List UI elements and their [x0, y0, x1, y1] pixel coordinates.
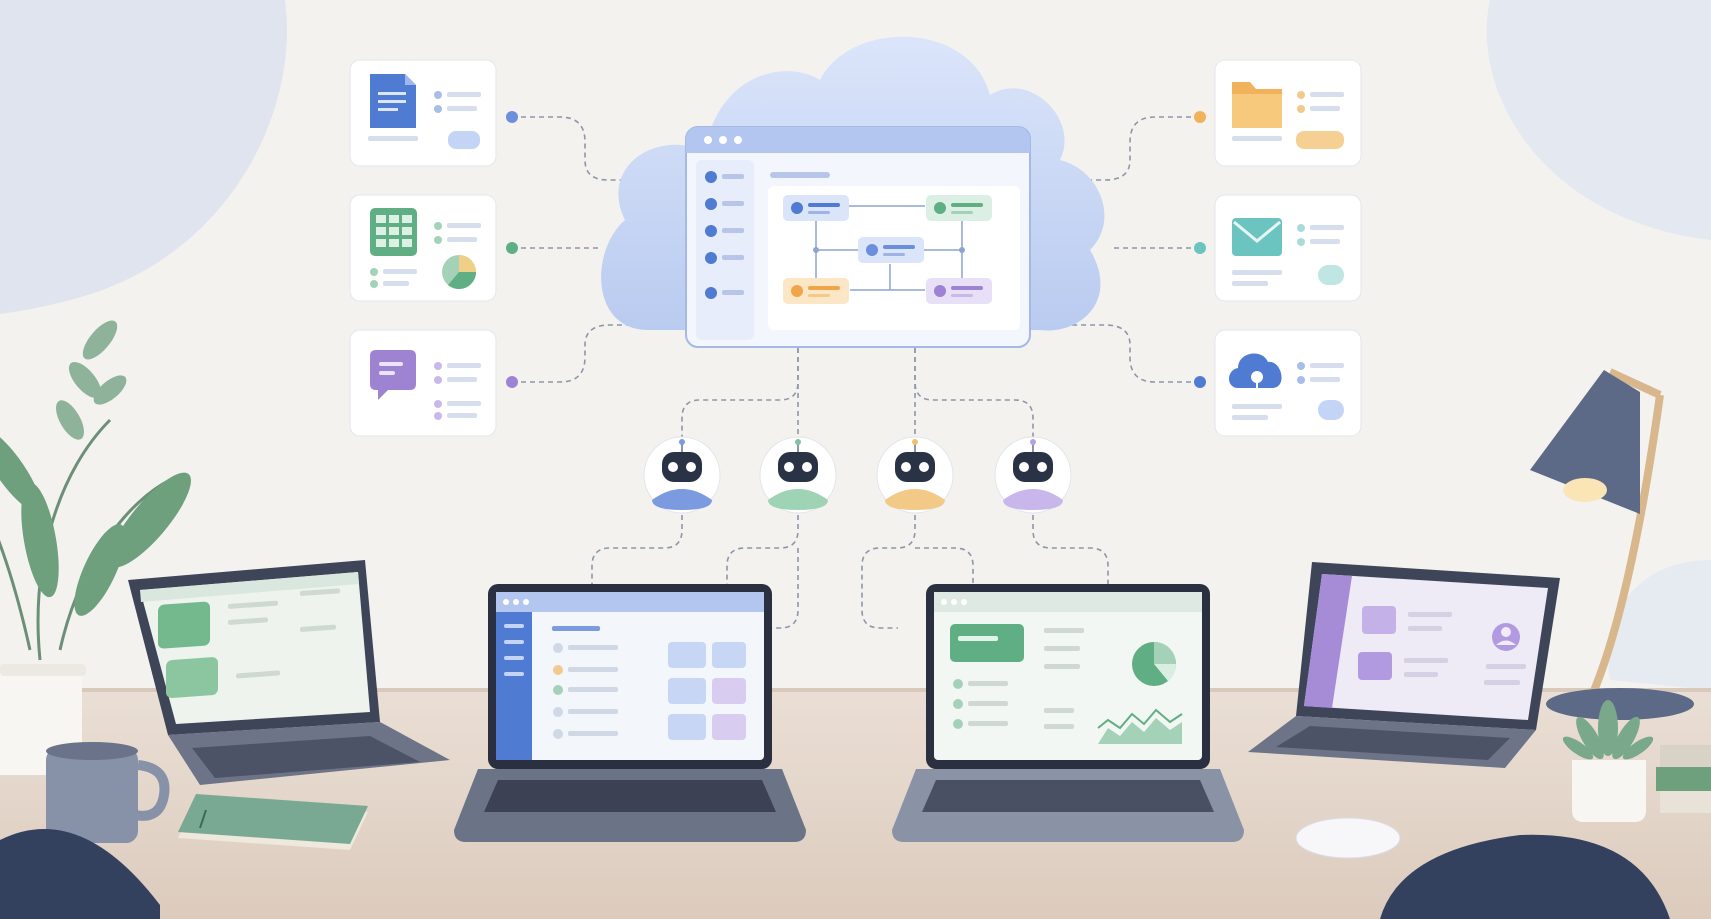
robot-agent-3 [876, 436, 954, 514]
app-card-document [349, 59, 497, 167]
notebook [178, 794, 368, 850]
mail-icon [1232, 218, 1282, 256]
connector-dots [506, 111, 1206, 388]
robot-agent-4 [994, 436, 1072, 514]
app-card-folder [1214, 59, 1362, 167]
succulent [1562, 700, 1654, 822]
laptop-2 [454, 584, 806, 842]
potted-plant-left [0, 320, 191, 775]
avatar-icon [1492, 623, 1520, 651]
pie-mini-icon [442, 255, 477, 290]
laptop-4 [1248, 562, 1560, 768]
chair-left [0, 828, 160, 919]
workflow-node-blue [783, 195, 849, 221]
coffee-mug [46, 742, 170, 843]
workflow-node-center [858, 237, 924, 263]
app-card-cloud [1214, 329, 1362, 437]
laptop-1 [128, 560, 450, 785]
pie-chart-icon [1132, 642, 1176, 686]
spreadsheet-icon [370, 208, 417, 256]
robot-icon [895, 439, 935, 482]
connector-lines [512, 116, 1200, 629]
chair-right [1380, 834, 1670, 919]
cloud-sync-icon [1229, 353, 1282, 389]
robot-icon [1013, 439, 1053, 482]
workflow-node-green [926, 195, 992, 221]
folder-icon [1232, 82, 1282, 128]
wall-blob-lower-right [1608, 560, 1711, 690]
app-card-chat [349, 329, 497, 437]
desk-lamp [1530, 368, 1694, 720]
area-chart-icon [1097, 708, 1183, 744]
chat-icon [370, 350, 416, 400]
workflow-node-orange [783, 278, 849, 304]
app-card-spreadsheet [349, 194, 497, 302]
wall-blob-right [1486, 0, 1711, 240]
cloud-dashboard-window [685, 126, 1031, 348]
robot-agent-1 [643, 436, 721, 514]
workflow-node-purple [926, 278, 992, 304]
robot-icon [662, 439, 702, 482]
book-stack [1656, 745, 1711, 813]
desk-edge [0, 688, 1711, 692]
app-card-mail [1214, 194, 1362, 302]
robot-agent-2 [759, 436, 837, 514]
tile-grid [668, 642, 746, 740]
wall-blob-left [0, 0, 287, 314]
mouse [1295, 817, 1401, 859]
robot-icon [778, 439, 818, 482]
laptop-3 [892, 584, 1244, 842]
document-icon [370, 74, 416, 128]
